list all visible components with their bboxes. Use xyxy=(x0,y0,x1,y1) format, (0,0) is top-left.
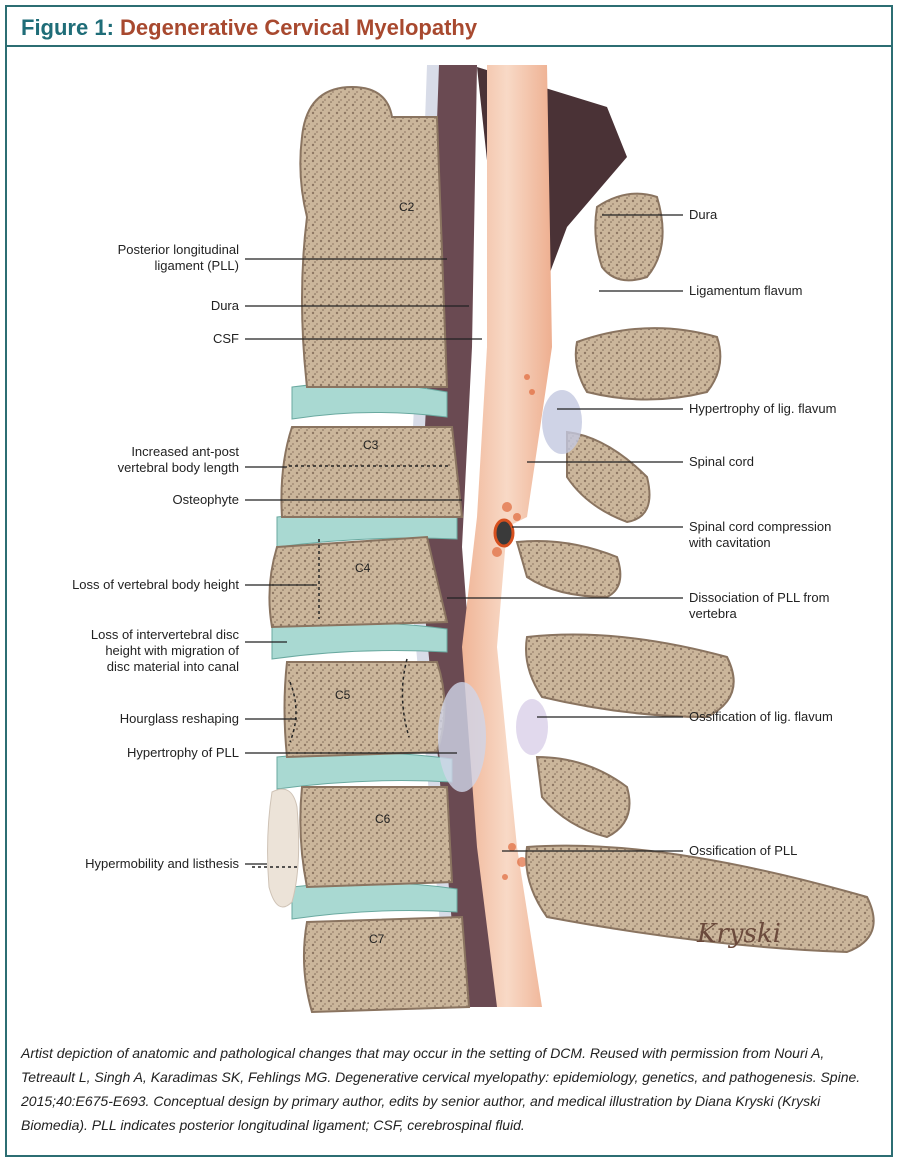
label-hypertrophy-flavum: Hypertrophy of lig. flavum xyxy=(689,401,837,416)
label-ossification-flavum: Ossification of lig. flavum xyxy=(689,709,833,724)
cord-lesions xyxy=(492,374,535,880)
label-hypertrophy-pll: Hypertrophy of PLL xyxy=(126,745,239,760)
spine-diagram: C2 C3 C4 C5 C6 C7 Kryski Posterior longi… xyxy=(7,47,891,1047)
label-pll: Posterior longitudinal ligament (PLL) xyxy=(117,242,239,273)
spinous-processes xyxy=(515,192,875,954)
label-ant-post-length: Increased ant-post vertebral body length xyxy=(117,444,239,475)
artist-signature: Kryski xyxy=(696,919,781,949)
spinal-cord xyxy=(462,65,552,1007)
vertebra-label-c6: C6 xyxy=(375,812,391,826)
spine-illustration: C2 C3 C4 C5 C6 C7 Kryski xyxy=(245,65,875,1014)
listhesis-ghost xyxy=(267,788,300,908)
vertebra-label-c5: C5 xyxy=(335,688,351,702)
flavum-hypertrophy xyxy=(542,390,582,454)
label-ossification-pll: Ossification of PLL xyxy=(689,843,798,858)
pll-hypertrophy xyxy=(438,682,486,792)
label-loss-body-height: Loss of vertebral body height xyxy=(72,577,239,592)
label-disc-loss: Loss of intervertebral disc height with … xyxy=(90,627,239,674)
figure-title: Figure 1: Degenerative Cervical Myelopat… xyxy=(21,15,477,41)
label-hourglass: Hourglass reshaping xyxy=(119,711,239,726)
measurement-lines xyxy=(252,465,449,868)
figure-caption: Artist depiction of anatomic and patholo… xyxy=(21,1045,861,1133)
figure-name: Degenerative Cervical Myelopathy xyxy=(120,15,478,40)
vertebra-label-c7: C7 xyxy=(369,932,385,946)
left-leader-lines xyxy=(245,258,482,865)
vertebra-label-c3: C3 xyxy=(363,438,379,452)
label-ligamentum-flavum: Ligamentum flavum xyxy=(689,283,803,298)
vertebral-bodies xyxy=(268,85,471,1014)
right-leader-lines xyxy=(447,214,683,852)
flavum-ossification xyxy=(516,699,548,755)
vertebra-label-c4: C4 xyxy=(355,561,371,575)
figure-number: Figure 1: xyxy=(21,15,114,40)
cord-cavitation xyxy=(493,518,515,548)
label-pll-dissociation: Dissociation of PLL from vertebra xyxy=(689,590,830,621)
figure-header: Figure 1: Degenerative Cervical Myelopat… xyxy=(7,7,891,47)
label-dura-right: Dura xyxy=(689,207,718,222)
figure-frame: Figure 1: Degenerative Cervical Myelopat… xyxy=(5,5,893,1157)
label-spinal-cord: Spinal cord xyxy=(689,454,755,469)
label-hypermobility: Hypermobility and listhesis xyxy=(85,856,239,871)
label-dura-left: Dura xyxy=(210,298,239,313)
label-cord-compression: Spinal cord compression with cavitation xyxy=(689,519,832,550)
vertebra-label-c2: C2 xyxy=(399,200,415,214)
label-csf: CSF xyxy=(213,331,239,346)
label-osteophyte: Osteophyte xyxy=(172,492,240,507)
